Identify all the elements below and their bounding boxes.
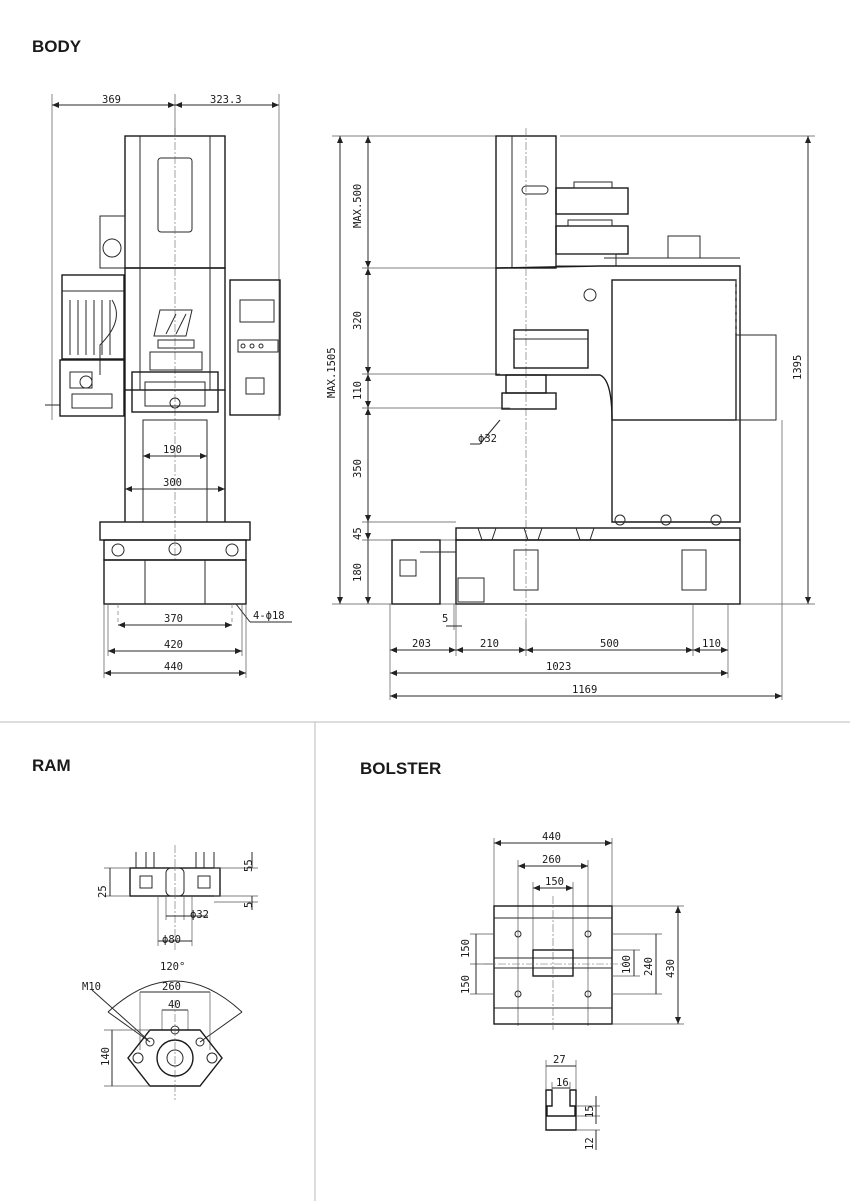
- ram-dim-40: 40: [168, 999, 181, 1011]
- body-side-view: [332, 128, 815, 700]
- dim-phi32: ϕ32: [478, 433, 497, 445]
- dim-1169: 1169: [572, 684, 597, 696]
- dim-500: 500: [600, 638, 619, 650]
- dim-1023: 1023: [546, 661, 571, 673]
- dim-110-horizontal: 110: [702, 638, 721, 650]
- dim-323-3: 323.3: [210, 94, 242, 106]
- dim-420: 420: [164, 639, 183, 651]
- bolster-dim-150-upper: 150: [460, 939, 472, 958]
- body-front-view: [45, 94, 292, 678]
- bolster-t-slot-section: [545, 1060, 600, 1150]
- ram-dim-phi32: ϕ32: [190, 909, 209, 921]
- dim-max-500: MAX.500: [352, 184, 364, 228]
- bolster-dim-12: 12: [584, 1137, 596, 1150]
- ram-side-view: [104, 845, 258, 950]
- dim-300: 300: [163, 477, 182, 489]
- dim-5: 5: [442, 613, 448, 625]
- ram-dim-angle: 120°: [160, 961, 185, 973]
- dim-440: 440: [164, 661, 183, 673]
- body-title: BODY: [32, 37, 82, 56]
- ram-dim-m10: M10: [82, 981, 101, 993]
- dim-max-1505: MAX.1505: [326, 347, 338, 398]
- bolster-dim-15: 15: [584, 1105, 596, 1118]
- bolster-dim-100: 100: [621, 955, 633, 974]
- dim-350: 350: [352, 459, 364, 478]
- dim-210: 210: [480, 638, 499, 650]
- ram-dim-260: 260: [162, 981, 181, 993]
- bolster-dim-260: 260: [542, 854, 561, 866]
- ram-bottom-view: [91, 980, 243, 1100]
- ram-dim-5: 5: [243, 902, 255, 908]
- dim-190: 190: [163, 444, 182, 456]
- bolster-dim-150: 150: [545, 876, 564, 888]
- ram-dim-55: 55: [243, 859, 255, 872]
- bolster-dim-150-lower: 150: [460, 975, 472, 994]
- dim-180: 180: [352, 563, 364, 582]
- bolster-dim-430: 430: [665, 959, 677, 978]
- dim-369: 369: [102, 94, 121, 106]
- bolster-top-view: [470, 838, 684, 1032]
- dim-320: 320: [352, 311, 364, 330]
- dim-110-vertical: 110: [352, 381, 364, 400]
- dim-370: 370: [164, 613, 183, 625]
- bolster-dim-27: 27: [553, 1054, 566, 1066]
- ram-dim-phi80: ϕ80: [162, 934, 181, 946]
- ram-title: RAM: [32, 756, 71, 775]
- bolster-dim-16: 16: [556, 1077, 569, 1089]
- bolster-dim-440: 440: [542, 831, 561, 843]
- dim-45: 45: [352, 527, 364, 540]
- ram-dim-25: 25: [97, 885, 109, 898]
- bolster-dim-240: 240: [643, 957, 655, 976]
- dim-1395: 1395: [792, 355, 804, 380]
- ram-dim-140: 140: [100, 1047, 112, 1066]
- dim-203: 203: [412, 638, 431, 650]
- bolster-title: BOLSTER: [360, 759, 442, 778]
- holes-4-phi18: 4-ϕ18: [253, 610, 285, 622]
